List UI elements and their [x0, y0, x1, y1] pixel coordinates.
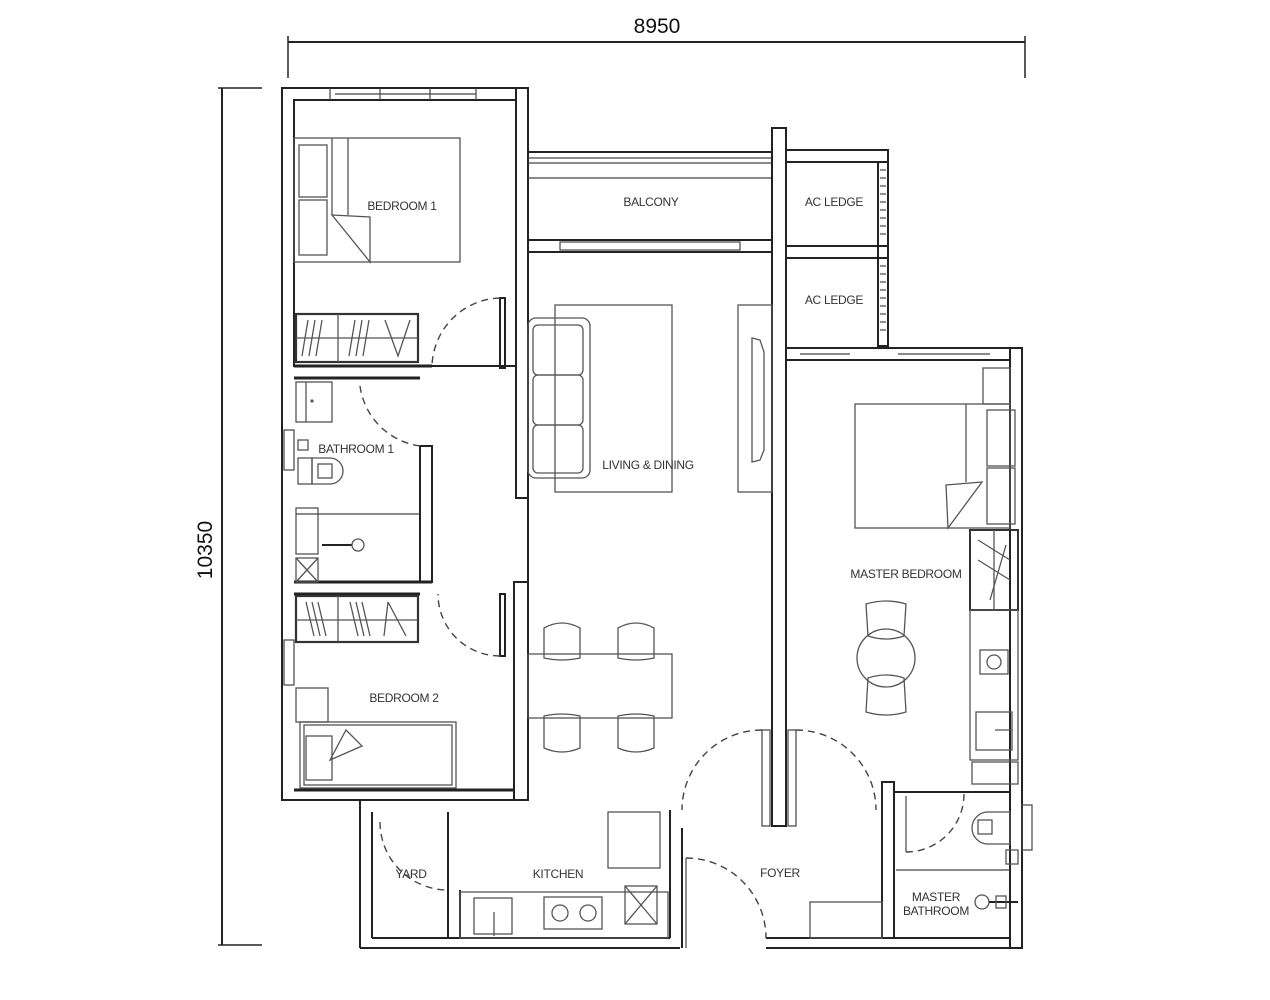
- ac-ledge-grille: [880, 169, 886, 331]
- room-labels: BEDROOM 1 BALCONY AC LEDGE AC LEDGE BATH…: [318, 195, 969, 918]
- height-dimension-label: 10350: [194, 521, 217, 579]
- label-master-bathroom-1: MASTER: [912, 890, 961, 904]
- label-bedroom1: BEDROOM 1: [367, 199, 437, 213]
- label-living-dining: LIVING & DINING: [602, 458, 694, 472]
- dimension-height: 10350: [194, 87, 262, 946]
- wardrobe-icon: [294, 312, 420, 364]
- label-bathroom1: BATHROOM 1: [318, 442, 394, 456]
- dining-table-icon: [527, 622, 673, 753]
- label-master-bathroom-2: BATHROOM: [903, 904, 969, 918]
- label-bedroom2: BEDROOM 2: [369, 691, 439, 705]
- master-wardrobe-icon: [969, 529, 1019, 785]
- label-yard: YARD: [395, 867, 427, 881]
- label-kitchen: KITCHEN: [533, 867, 584, 881]
- walls: [281, 87, 1033, 949]
- dimension-width: 8950: [287, 15, 1026, 78]
- kitchen-fixtures: [459, 811, 669, 939]
- label-foyer: FOYER: [760, 866, 800, 880]
- tv-console-icon: [737, 304, 773, 493]
- wardrobe-2-icon: [294, 594, 420, 644]
- label-ac-ledge-1: AC LEDGE: [805, 195, 864, 209]
- round-table-icon: [856, 600, 916, 716]
- label-balcony: BALCONY: [623, 195, 679, 209]
- label-master-bedroom: MASTER BEDROOM: [850, 567, 961, 581]
- bed-icon: [293, 137, 461, 264]
- shoe-cabinet-icon: [809, 901, 883, 939]
- master-bed-icon: [854, 367, 1016, 530]
- bed-2-icon: [295, 687, 457, 789]
- width-dimension-label: 8950: [634, 15, 681, 38]
- master-bathroom-fixtures: [971, 811, 1019, 910]
- sofa-icon: [527, 304, 673, 493]
- doors: [359, 297, 965, 948]
- label-ac-ledge-2: AC LEDGE: [805, 293, 864, 307]
- bathroom1-fixtures: [295, 381, 420, 583]
- furniture: [293, 137, 1019, 939]
